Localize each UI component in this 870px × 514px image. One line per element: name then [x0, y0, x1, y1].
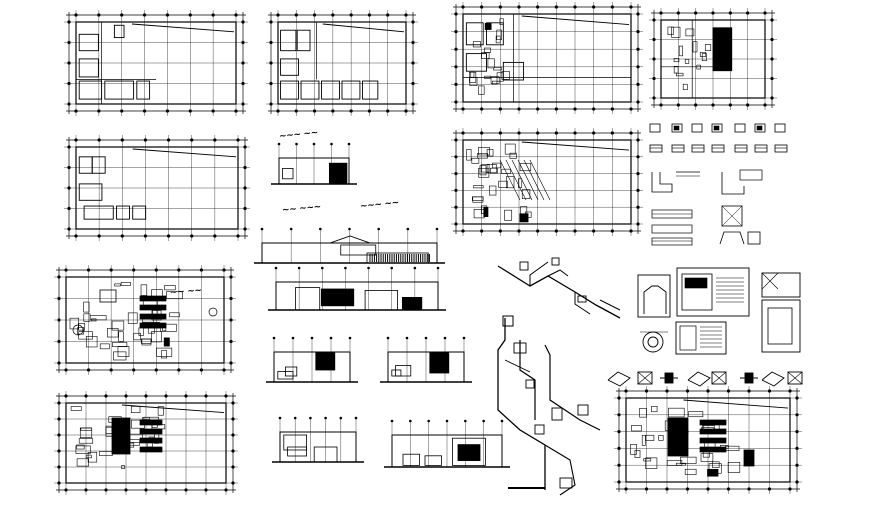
section-d: [272, 416, 364, 463]
elevation-b: [254, 227, 445, 264]
section-b: [266, 336, 358, 383]
furniture-plan: [54, 265, 236, 375]
section-a: [268, 266, 446, 311]
floor-plan-2: [266, 10, 418, 116]
roof-plan: [649, 8, 777, 110]
site-plan: [614, 386, 802, 494]
floor-plan-3: [64, 135, 250, 241]
foundation-plan-2: [451, 128, 643, 236]
foundation-plan: [451, 2, 643, 114]
section-c: [380, 336, 472, 383]
construction-details: [649, 123, 788, 246]
floor-plan-1: [64, 10, 248, 116]
septic-details: [637, 267, 801, 355]
fittings-details: [607, 371, 803, 387]
ground-floor-plan: [54, 391, 238, 495]
section-e: [384, 419, 510, 468]
plumbing-isometric: [497, 257, 621, 496]
elevation-a: [271, 142, 357, 185]
